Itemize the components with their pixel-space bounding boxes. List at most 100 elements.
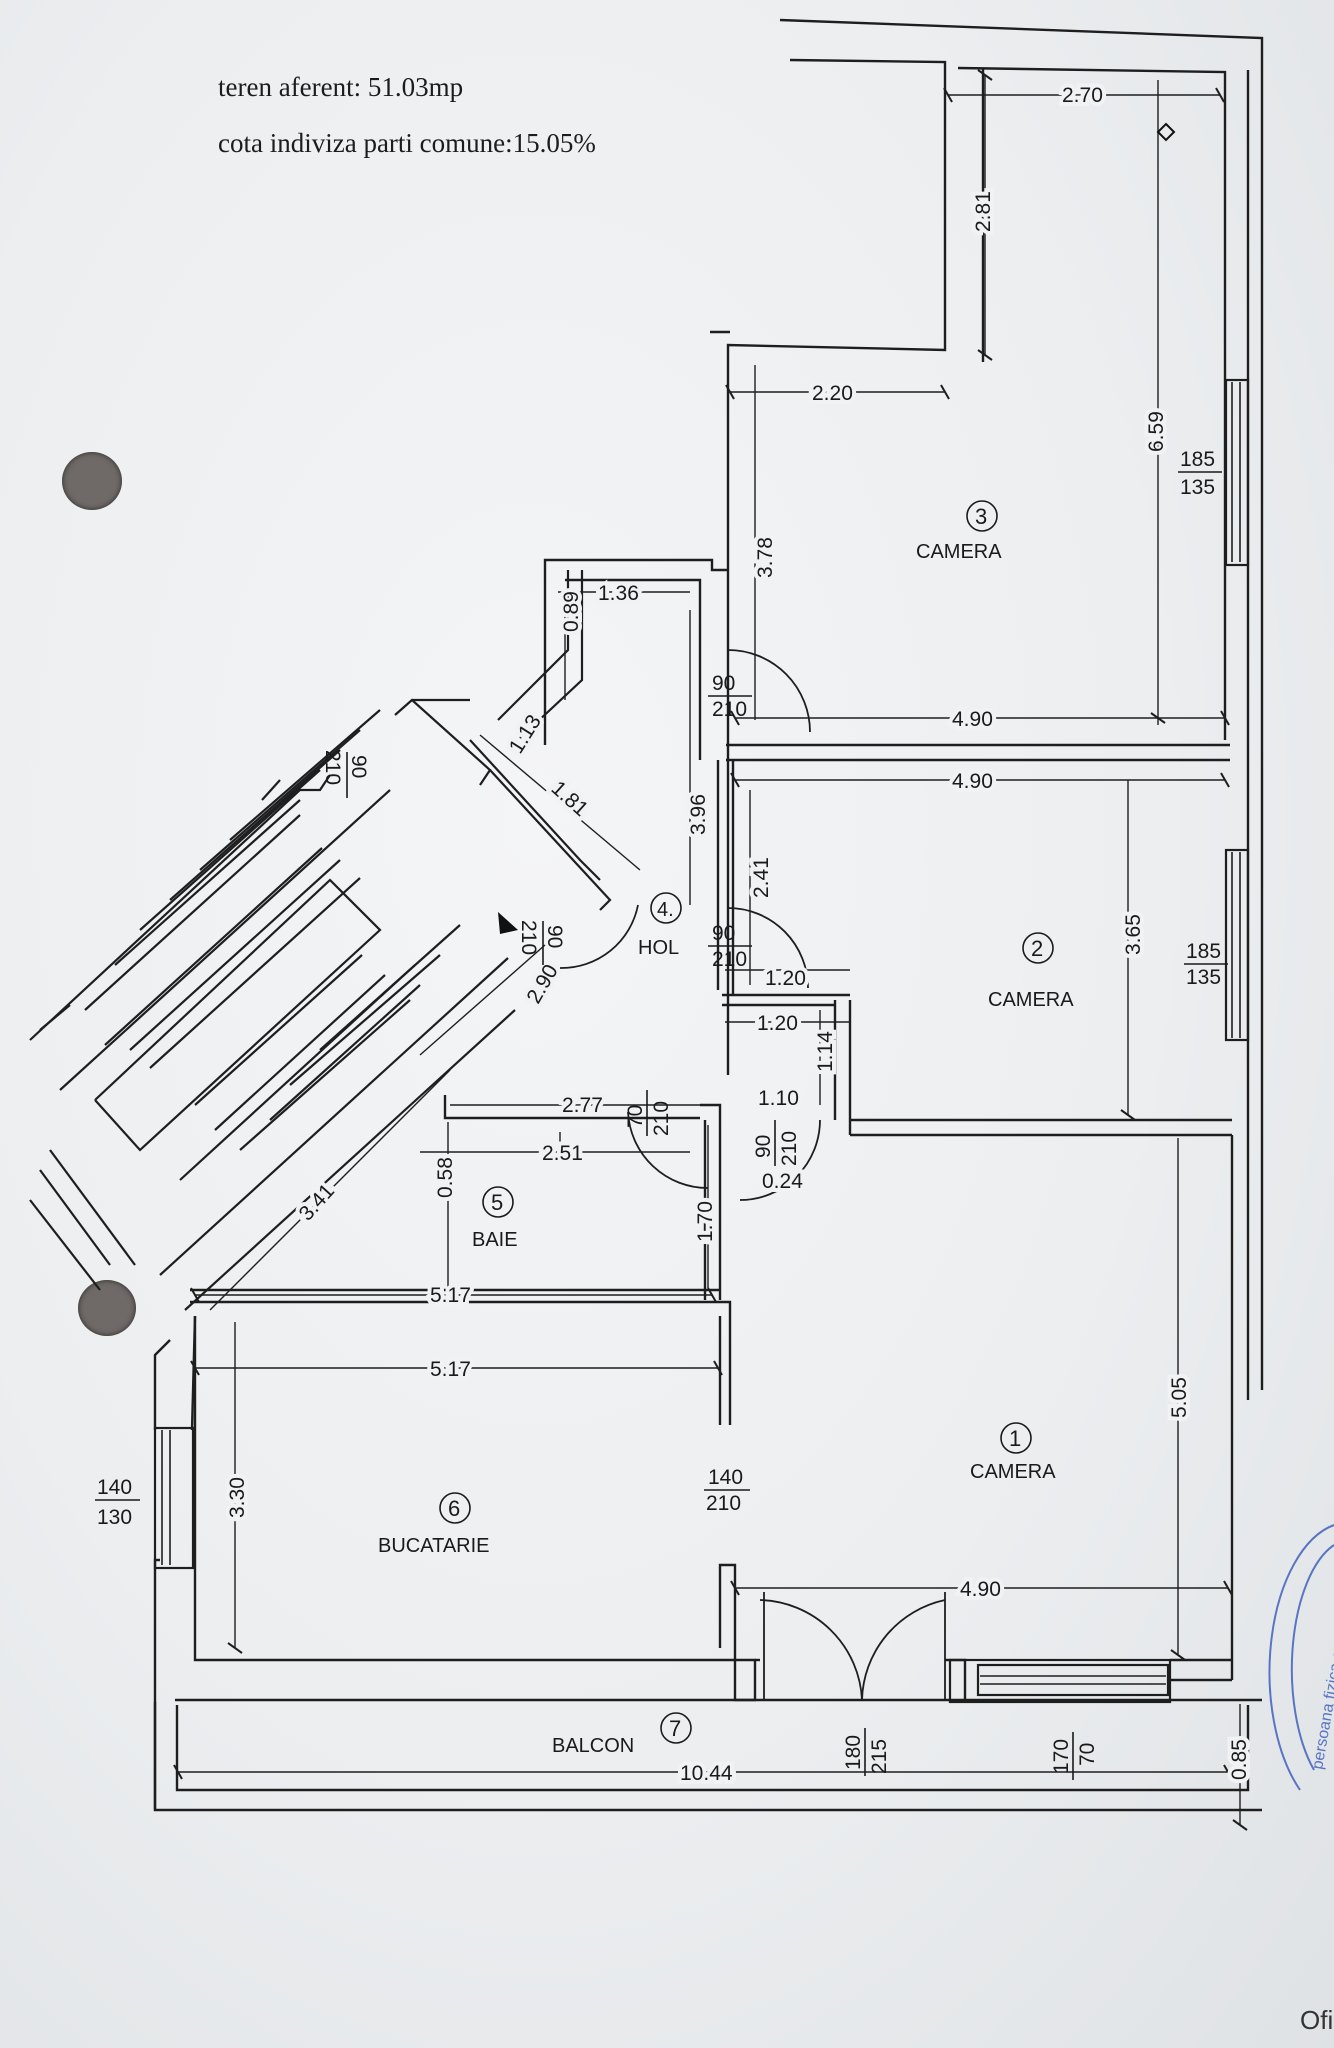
dim-label: 3.65 [1122,914,1145,955]
dim-label: 1.70 [694,1201,717,1242]
dim-label: 4.90 [952,708,993,731]
staircase [29,570,612,1311]
windows [161,382,1241,1685]
dim-label: 10.44 [680,1762,733,1785]
dim-label: 1.10 [758,1087,799,1110]
dim-label: 1.20 [757,1012,798,1035]
dim-label: 3.30 [226,1477,249,1518]
door-swings [559,649,946,1701]
dim-label: 3.96 [687,794,710,835]
svg-text:135: 135 [1186,966,1221,989]
dim-label: 2.77 [562,1094,603,1117]
svg-text:210: 210 [650,1101,673,1136]
dim-label: 5.17 [430,1284,471,1307]
window-label-room2: 185 135 [1184,940,1228,989]
dimension-labels: 2.70 2.81 2.20 6.59 3.78 4.90 4.90 1.36 … [222,80,1255,1789]
door-label-bath: 70 210 [624,1090,673,1136]
dim-label: 5.17 [430,1358,471,1381]
dim-label: 2.51 [542,1142,583,1165]
svg-text:130: 130 [97,1506,132,1529]
common-parts-share-note: cota indiviza parti comune:15.05% [218,128,596,158]
diamond-marker-icon [1156,122,1176,142]
punch-hole [78,1280,136,1336]
svg-text:185: 185 [1180,448,1215,471]
svg-text:70: 70 [624,1105,647,1128]
svg-text:135: 135 [1180,476,1215,499]
door-label-balcony: 180 215 [842,1728,891,1776]
room-label-4: 4. HOL [638,892,682,959]
dim-label: 1.20 [765,967,806,990]
svg-text:BAIE: BAIE [472,1229,518,1251]
land-share-note: teren aferent: 51.03mp [218,72,464,102]
room-label-1: 1 CAMERA [970,1422,1056,1483]
svg-text:90: 90 [712,672,735,695]
room-label-3: 3 CAMERA [916,500,1002,563]
svg-text:210: 210 [712,948,747,971]
room-label-6: 6 BUCATARIE [378,1492,490,1557]
dim-label: 6.59 [1145,411,1168,452]
svg-text:210: 210 [706,1492,741,1515]
stamp-fragment: persoana fizica autorizata [1268,1524,1334,1791]
svg-text:CAMERA: CAMERA [970,1461,1056,1483]
punch-hole [62,452,122,510]
svg-text:BALCON: BALCON [552,1735,634,1757]
svg-text:210: 210 [778,1131,801,1166]
dim-label: 2.20 [812,382,853,405]
dim-label: 3.78 [754,537,777,578]
svg-text:90: 90 [752,1135,775,1158]
svg-text:170: 170 [1050,1739,1073,1774]
entry-arrow-icon [498,912,518,934]
dimension-lines [178,75,1241,1825]
walls [153,18,1264,1812]
window-label-balcony: 170 70 [1050,1732,1099,1780]
svg-text:210: 210 [517,920,540,955]
dim-label: 1.13 [505,711,546,758]
svg-text:7: 7 [669,1716,681,1741]
svg-text:180: 180 [842,1735,865,1770]
door-label-room1: 90 210 [752,1120,801,1166]
room-label-5: 5 BAIE [472,1186,518,1251]
stamp-fragment-text: Ofi [1300,2005,1334,2035]
dim-label: 0.85 [1228,1739,1251,1780]
dim-label: 2.90 [522,961,562,1008]
svg-text:3: 3 [975,504,987,529]
door-label-room3: 90 210 [708,672,752,721]
svg-text:BUCATARIE: BUCATARIE [378,1535,490,1557]
svg-text:140: 140 [708,1466,743,1489]
dim-label: 5.05 [1168,1377,1191,1418]
svg-text:CAMERA: CAMERA [988,989,1074,1011]
svg-text:70: 70 [1076,1743,1099,1766]
wall-fills [153,378,1250,1704]
dim-label: 0.89 [560,591,583,632]
svg-text:CAMERA: CAMERA [916,541,1002,563]
svg-text:90: 90 [543,925,566,948]
door-label-kitchen: 140 210 [704,1466,750,1515]
room-labels: 3 CAMERA 2 CAMERA 4. HOL 5 BAIE 6 BU [378,500,1074,1757]
svg-text:90: 90 [347,755,370,778]
door-label-room2: 90 210 [708,922,752,971]
opening-labels: 185 135 185 135 140 130 90 210 90 [95,448,1228,1780]
svg-text:90: 90 [712,922,735,945]
dim-label: 2.81 [972,191,995,232]
dim-label: 1.36 [598,582,639,605]
svg-text:215: 215 [868,1739,891,1774]
svg-text:210: 210 [321,750,344,785]
svg-text:140: 140 [97,1476,132,1499]
svg-text:2: 2 [1031,936,1043,961]
window-label-room3: 185 135 [1178,448,1222,499]
door-label-entry: 90 210 [321,750,370,798]
dim-label: 2.70 [1062,84,1103,107]
dim-label: 4.90 [960,1578,1001,1601]
dim-label: 4.90 [952,770,993,793]
dimension-ticks [173,69,1248,1831]
svg-text:6: 6 [448,1496,460,1521]
door-label-landing: 90 210 [517,920,566,965]
svg-text:185: 185 [1186,940,1221,963]
room-label-7: 7 BALCON [552,1712,692,1757]
svg-text:210: 210 [712,698,747,721]
dim-label: 0.58 [434,1157,457,1198]
window-label-kitchen: 140 130 [95,1476,140,1529]
dim-label: 0.24 [762,1170,803,1193]
